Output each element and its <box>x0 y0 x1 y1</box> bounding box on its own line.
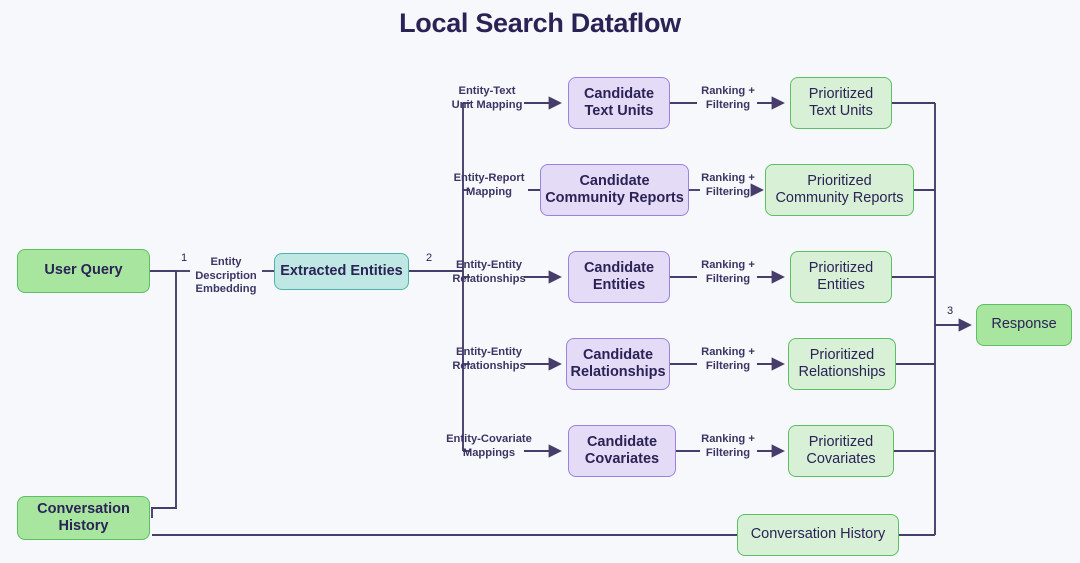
edge-label-ranking-filtering-1: Ranking + Filtering <box>701 85 755 111</box>
node-prioritized-entities[interactable]: Prioritized Entities <box>790 251 892 303</box>
step-number-1: 1 <box>180 252 188 264</box>
node-candidate-covariates[interactable]: Candidate Covariates <box>568 425 676 477</box>
node-extracted-entities[interactable]: Extracted Entities <box>274 253 409 290</box>
edge-label-entity-report-mapping: Entity-Report Mapping <box>453 172 525 198</box>
edge-label-entity-entity-relationships-1: Entity-Entity Relationships <box>452 259 526 285</box>
node-label: Extracted Entities <box>280 262 403 279</box>
edge-label-ranking-filtering-5: Ranking + Filtering <box>701 433 755 459</box>
node-label: Candidate Relationships <box>570 346 666 380</box>
step-number-3: 3 <box>946 305 954 317</box>
node-label: Candidate Entities <box>583 259 655 293</box>
node-prioritized-community-reports[interactable]: Prioritized Community Reports <box>765 164 914 216</box>
edge-label-entity-covariate-mappings: Entity-Covariate Mappings <box>446 433 532 459</box>
node-label: User Query <box>44 262 123 279</box>
node-user-query[interactable]: User Query <box>17 249 150 293</box>
node-candidate-entities[interactable]: Candidate Entities <box>568 251 670 303</box>
node-label: Prioritized Relationships <box>798 346 886 380</box>
node-conversation-history-left[interactable]: Conversation History <box>17 496 150 540</box>
edge-label-entity-text-unit-mapping: Entity-Text Unit Mapping <box>451 85 523 111</box>
page-title: Local Search Dataflow <box>399 8 681 38</box>
node-label: Prioritized Covariates <box>806 433 876 467</box>
node-candidate-text-units[interactable]: Candidate Text Units <box>568 77 670 129</box>
node-label: Candidate Covariates <box>584 433 660 467</box>
node-label: Candidate Text Units <box>583 85 655 119</box>
node-prioritized-covariates[interactable]: Prioritized Covariates <box>788 425 894 477</box>
node-candidate-community-reports[interactable]: Candidate Community Reports <box>540 164 689 216</box>
node-response[interactable]: Response <box>976 304 1072 346</box>
node-conversation-history-right[interactable]: Conversation History <box>737 514 899 556</box>
node-label: Response <box>991 316 1057 333</box>
edge-label-ranking-filtering-2: Ranking + Filtering <box>701 172 755 198</box>
node-candidate-relationships[interactable]: Candidate Relationships <box>566 338 670 390</box>
node-label: Conversation History <box>750 526 886 543</box>
edge-label-ranking-filtering-3: Ranking + Filtering <box>701 259 755 285</box>
step-number-2: 2 <box>425 252 433 264</box>
node-prioritized-relationships[interactable]: Prioritized Relationships <box>788 338 896 390</box>
node-label: Conversation History <box>37 500 130 534</box>
edge-label-ranking-filtering-4: Ranking + Filtering <box>701 346 755 372</box>
node-label: Prioritized Entities <box>808 259 874 293</box>
node-prioritized-text-units[interactable]: Prioritized Text Units <box>790 77 892 129</box>
node-label: Prioritized Text Units <box>808 85 874 119</box>
edge-label-entity-description-embedding: Entity Description Embedding <box>195 256 257 296</box>
edge-label-entity-entity-relationships-2: Entity-Entity Relationships <box>452 346 526 372</box>
node-label: Prioritized Community Reports <box>775 172 904 206</box>
node-label: Candidate Community Reports <box>545 172 684 206</box>
